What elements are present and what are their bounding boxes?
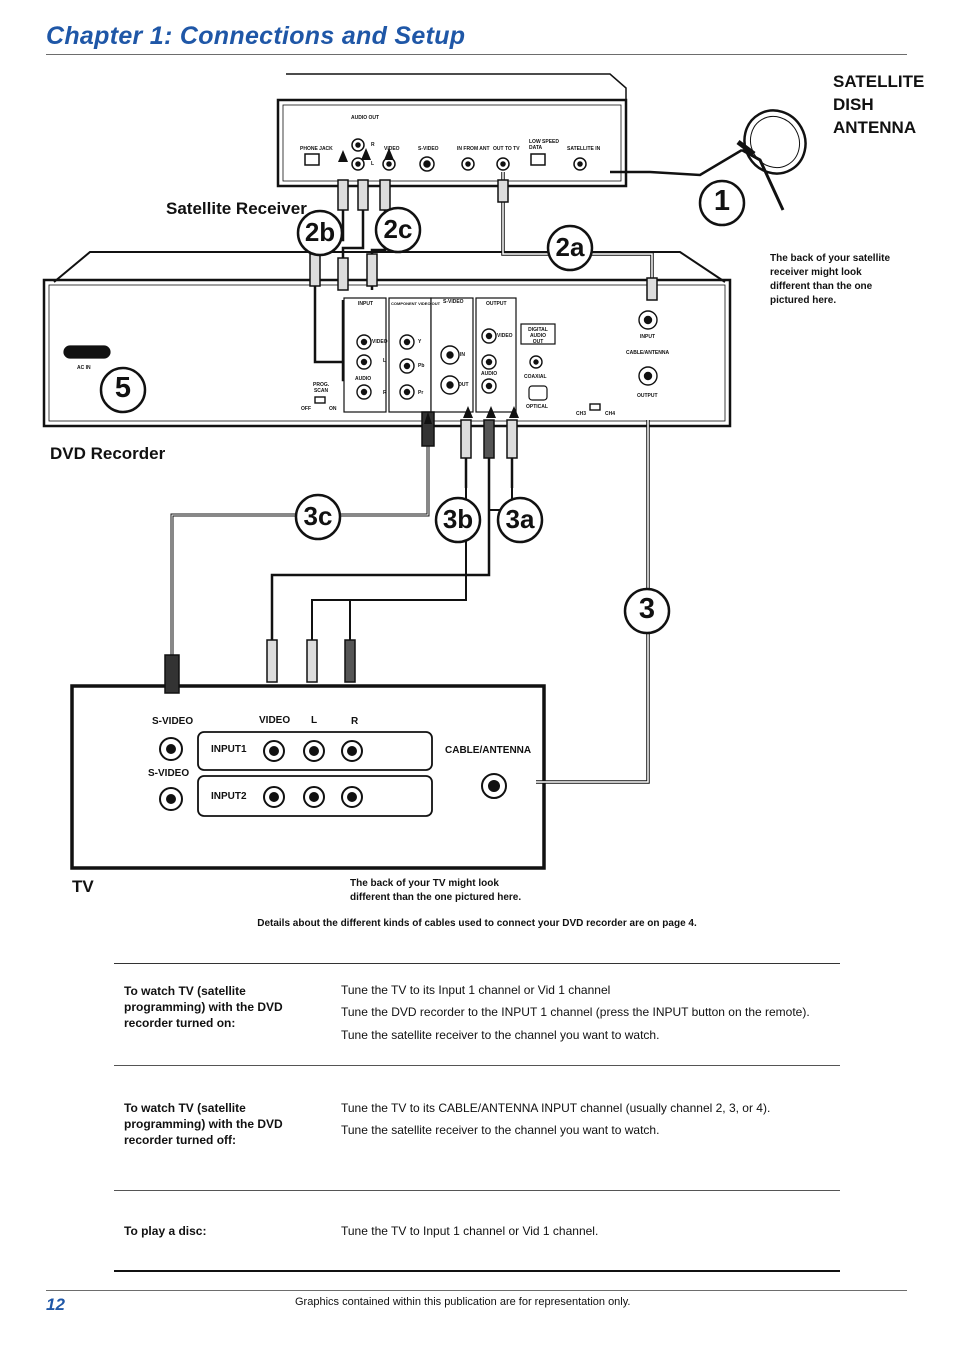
dvd-input-audio-label: AUDIO — [355, 376, 372, 382]
instruction-3-label: To play a disc: — [124, 1224, 207, 1238]
sat-r-label: R — [371, 142, 375, 148]
dvd-component-video-out-label: COMPONENT VIDEO OUT — [391, 301, 441, 306]
table-rule-2 — [114, 1065, 840, 1066]
dvd-pr-label: Pr — [418, 390, 424, 396]
page-number: 12 — [46, 1295, 65, 1314]
step-3a-label: 3a — [505, 504, 535, 534]
sat-satellite-in-label: SATELLITE IN — [567, 146, 601, 152]
sat-in-from-ant-label: IN FROM ANT — [457, 146, 490, 152]
dvd-output-label: OUTPUT — [486, 301, 507, 307]
sat-out-to-tv-label: OUT TO TV — [493, 146, 520, 152]
step-3c-label: 3c — [303, 501, 333, 531]
dvd-prog-scan-label: PROG. SCAN — [313, 382, 330, 394]
dvd-recorder-label: DVD Recorder — [50, 444, 166, 463]
tv-cable-antenna-label: CABLE/ANTENNA — [445, 745, 532, 756]
chapter-title: Chapter 1: Connections and Setup — [46, 22, 466, 50]
sat-s-video-label: S-VIDEO — [418, 146, 439, 152]
dvd-digital-audio-out-label: DIGITAL AUDIO OUT — [528, 327, 548, 345]
footer-disclaimer: Graphics contained within this publicati… — [295, 1296, 631, 1308]
sat-low-speed-data-label: LOW SPEED DATA — [529, 139, 560, 151]
tv-panel — [70, 684, 546, 870]
step-2c-label: 2c — [383, 214, 413, 244]
dvd-input-label: INPUT — [358, 301, 373, 307]
tv-s-video-label-2: S-VIDEO — [148, 768, 190, 779]
step-2b-marker — [296, 209, 344, 257]
instruction-2-step-2: Tune the satellite receiver to the chann… — [341, 1123, 660, 1137]
dvd-output-audio-label: AUDIO — [481, 371, 498, 377]
dvd-s-video-out-label: OUT — [458, 382, 469, 388]
step-2b-label: 2b — [304, 217, 336, 247]
instruction-1-step-2: Tune the DVD recorder to the INPUT 1 cha… — [341, 1005, 810, 1019]
dvd-output-video-label: VIDEO — [497, 333, 513, 339]
dvd-s-video-in-label: IN — [460, 352, 465, 358]
satellite-note: The back of your satellite receiver migh… — [770, 253, 891, 306]
step-3b-marker — [434, 496, 482, 544]
table-rule-bottom — [114, 1270, 840, 1272]
dvd-input-video-label: VIDEO — [372, 339, 388, 345]
step-2a-marker — [546, 224, 594, 272]
sat-audio-out-label: AUDIO OUT — [351, 115, 380, 121]
input2-group — [197, 775, 433, 817]
table-rule-top — [114, 963, 840, 964]
satellite-receiver-panel — [276, 98, 628, 188]
dvd-cable-antenna-label: CABLE/ANTENNA — [626, 350, 670, 356]
tv-input2-label: INPUT2 — [211, 791, 247, 802]
satellite-dish-icon — [610, 109, 807, 211]
satellite-receiver-label: Satellite Receiver — [166, 199, 307, 218]
step-3-label: 3 — [638, 593, 656, 625]
step-1-marker — [698, 179, 746, 227]
instruction-1-step-3: Tune the satellite receiver to the chann… — [341, 1028, 660, 1042]
step-2a-label: 2a — [555, 232, 585, 262]
step-3b-label: 3b — [442, 504, 474, 534]
tv-l-label: L — [311, 715, 318, 726]
instruction-3-step-1: Tune the TV to Input 1 channel or Vid 1 … — [341, 1224, 599, 1238]
tv-s-video-label-1: S-VIDEO — [152, 716, 194, 727]
dvd-y-label: Y — [418, 339, 422, 345]
dvd-input-r-label: R — [383, 390, 387, 396]
sat-video-label: VIDEO — [384, 146, 400, 152]
details-note: Details about the different kinds of cab… — [257, 918, 697, 929]
dvd-recorder-panel — [42, 278, 732, 428]
sat-phone-jack-label: PHONE JACK — [300, 146, 333, 152]
step-3a-marker — [496, 496, 544, 544]
dvd-ch3-label: CH3 — [576, 411, 587, 417]
instruction-2-step-1: Tune the TV to its CABLE/ANTENNA INPUT c… — [341, 1101, 771, 1115]
footer-rule — [46, 1290, 907, 1291]
tv-r-label: R — [351, 716, 359, 727]
tv-video-label: VIDEO — [259, 715, 291, 726]
dvd-pb-label: Pb — [418, 363, 425, 369]
input1-group — [197, 731, 433, 771]
header-rule — [46, 54, 907, 55]
table-rule-3 — [114, 1190, 840, 1191]
step-5-marker — [99, 366, 147, 414]
step-1-label: 1 — [713, 185, 731, 217]
dvd-s-video-label: S-VIDEO — [443, 299, 464, 305]
dvd-off-label: OFF — [301, 406, 311, 412]
step-3c-marker — [294, 493, 342, 541]
instruction-1-label: To watch TV (satellite programming) with… — [124, 984, 283, 1030]
step-3-marker — [623, 587, 671, 635]
dvd-input-l-label: L — [383, 358, 387, 364]
instruction-2-label: To watch TV (satellite programming) with… — [124, 1101, 283, 1147]
dish-label: SATELLITE DISH ANTENNA — [833, 72, 925, 137]
tv-label: TV — [72, 877, 94, 896]
tv-note: The back of your TV might look different… — [350, 878, 522, 903]
sat-l-label: L — [371, 161, 375, 167]
dvd-coaxial-label: COAXIAL — [524, 374, 547, 380]
dvd-ac-in-label: AC IN — [77, 365, 91, 371]
instruction-1-step-1: Tune the TV to its Input 1 channel or Vi… — [341, 983, 611, 997]
dvd-rf-input-label: INPUT — [640, 334, 655, 340]
step-5-label: 5 — [114, 372, 132, 404]
dvd-on-label: ON — [329, 406, 337, 412]
dvd-ch4-label: CH4 — [605, 411, 616, 417]
tv-input1-label: INPUT1 — [211, 744, 247, 755]
dvd-optical-label: OPTICAL — [526, 404, 548, 410]
dvd-rf-output-label: OUTPUT — [637, 393, 658, 399]
step-2c-marker — [374, 206, 422, 254]
